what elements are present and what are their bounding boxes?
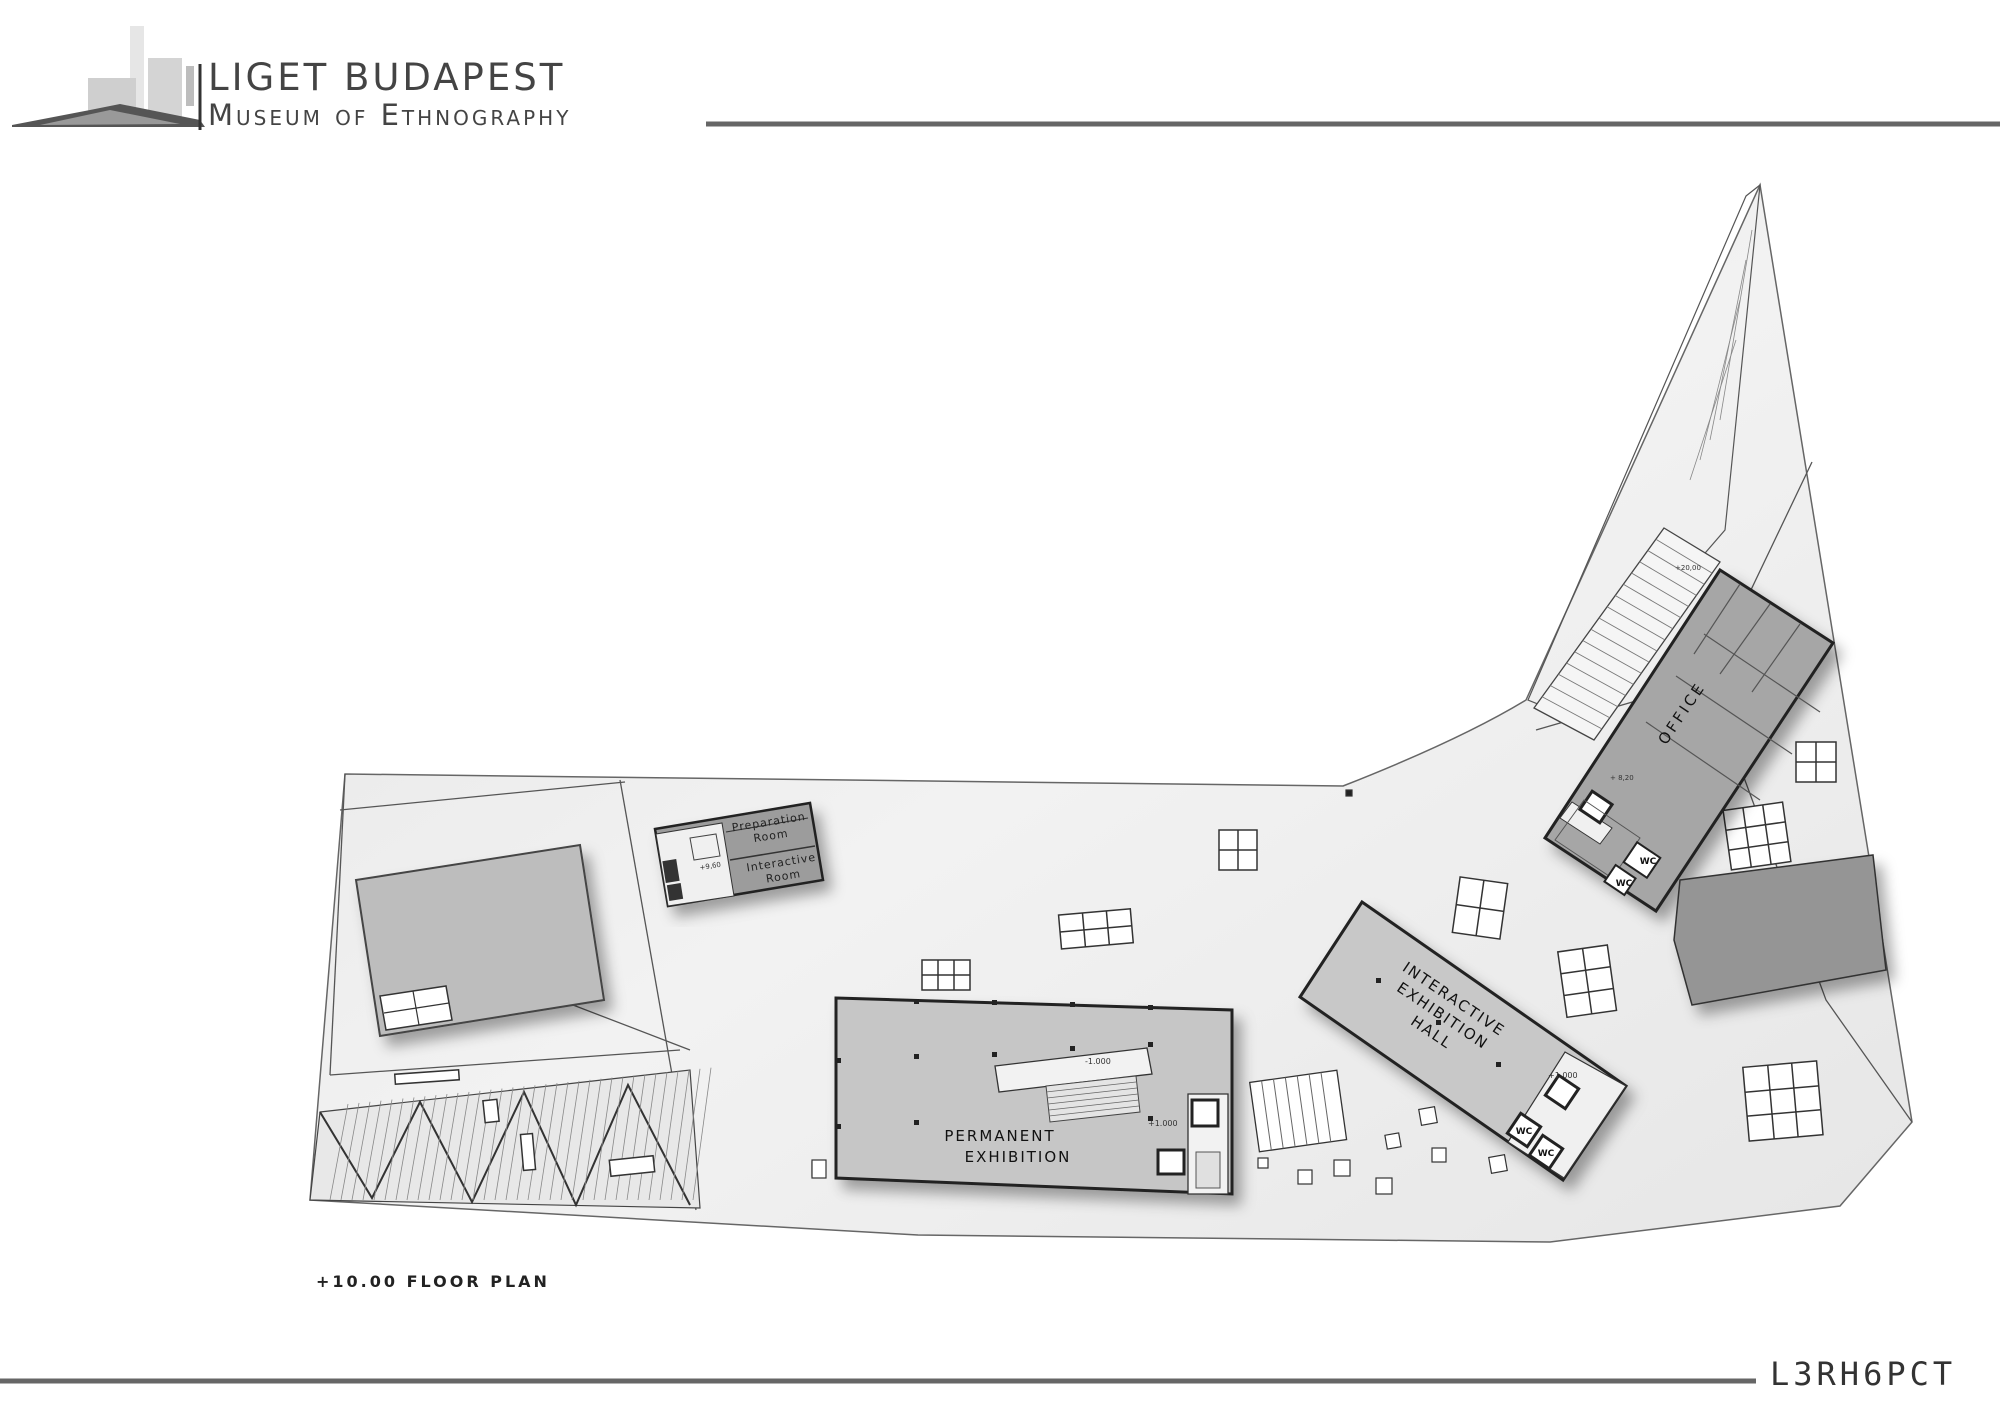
office-block (1542, 567, 1836, 914)
prep-level: +9,60 (699, 861, 721, 872)
permanent-level-b: +1.000 (1148, 1119, 1178, 1128)
svg-text:WC: WC (1640, 857, 1657, 867)
skylight-1 (1218, 829, 1258, 871)
logo-mark (12, 26, 205, 130)
permanent-exhibition-block (834, 996, 1234, 1196)
svg-text:WC: WC (1616, 879, 1633, 889)
svg-text:Room: Room (753, 827, 790, 845)
skylight-3 (921, 959, 971, 991)
stair-level: +20,00 (1675, 564, 1701, 572)
sheet-code: L3RH6PCT (1770, 1355, 1957, 1393)
skylight-6 (1722, 801, 1792, 871)
permanent-level-a: -1.000 (1085, 1057, 1111, 1066)
permanent-exhibition-label: PERMANENT EXHIBITION (944, 1127, 1072, 1166)
striped-roof-patch (1248, 1069, 1348, 1153)
site-outline (309, 182, 1913, 1243)
left-zone-objects (393, 1068, 656, 1178)
project-title: LIGET BUDAPEST (208, 56, 566, 99)
north-staircase (1527, 183, 1761, 741)
floor-plan-label: +10.00 floor plan (316, 1272, 550, 1291)
ramp-hatch (329, 1067, 712, 1201)
svg-text:EXHIBITION: EXHIBITION (965, 1148, 1072, 1166)
skylight-2 (1057, 908, 1135, 950)
svg-text:WC: WC (1516, 1127, 1533, 1137)
skylight-7 (1795, 741, 1837, 783)
permanent-exhibition-detail (811, 999, 1229, 1195)
header-graphics (12, 26, 2000, 130)
svg-text:PERMANENT: PERMANENT (944, 1127, 1055, 1145)
office-level: + 8,20 (1610, 774, 1634, 782)
svg-text:Room: Room (765, 867, 802, 885)
interactive-hall-wc: WC WC (1516, 1127, 1555, 1159)
right-dark-block (1673, 854, 1887, 1006)
interactive-hall-detail (1376, 978, 1627, 1179)
skylight-4 (1451, 876, 1509, 940)
svg-text:WC: WC (1538, 1149, 1555, 1159)
hall-level: +1.000 (1548, 1071, 1578, 1080)
preparation-block-detail (655, 817, 816, 907)
skylights (921, 741, 1837, 1142)
left-block-skylight (379, 985, 453, 1031)
skylight-8 (1742, 1060, 1824, 1142)
left-block (354, 843, 606, 1038)
office-detail (1554, 583, 1821, 897)
skylight-5 (1556, 944, 1618, 1019)
project-subtitle: Museum of Ethnography (208, 98, 572, 132)
office-wc: WC WC (1616, 857, 1657, 889)
